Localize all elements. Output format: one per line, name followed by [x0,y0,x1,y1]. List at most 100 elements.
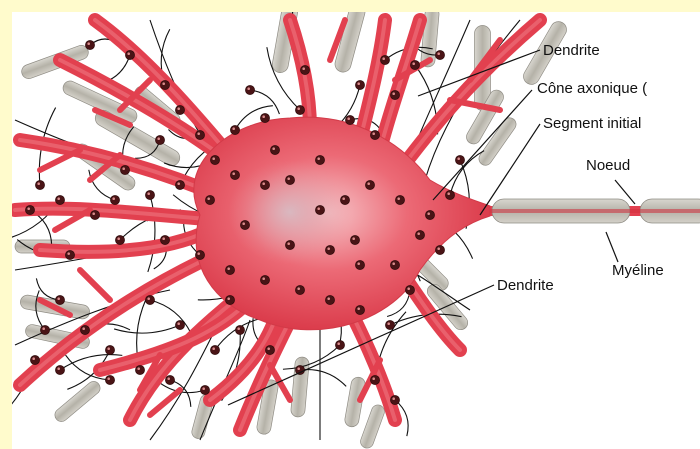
synapse-bouton [390,260,399,269]
label-cone-axonique: Cône axonique ( [537,80,647,97]
synapse-bouton [270,145,279,154]
synapse-highlight [32,357,35,360]
synapse-highlight [372,377,375,380]
synapse-highlight [297,107,300,110]
synapse-highlight [107,347,110,350]
synapse-highlight [202,387,205,390]
synapse-bouton [345,115,354,124]
synapse-bouton [285,240,294,249]
synapse-highlight [237,327,240,330]
synapse-bouton [355,80,364,89]
synapse-bouton [370,375,379,384]
synapse-highlight [57,297,60,300]
synapse-highlight [42,327,45,330]
synapse-highlight [177,107,180,110]
synapse-bouton [230,125,239,134]
myelin-fiber [344,376,366,428]
synapse-bouton [200,385,209,394]
synapse-highlight [232,172,235,175]
synapse-highlight [347,117,350,120]
myelin-fiber [359,403,387,449]
synapse-highlight [337,342,340,345]
diagram-panel: Dendrite Cône axonique ( Segment initial… [12,12,700,449]
synapse-bouton [195,130,204,139]
synapse-bouton [145,190,154,199]
synapse-bouton [245,85,254,94]
synapse-highlight [437,247,440,250]
synapse-bouton [300,65,309,74]
synapse-highlight [57,367,60,370]
synapse-highlight [327,297,330,300]
synapse-bouton [160,235,169,244]
synapse-bouton [120,165,129,174]
synapse-bouton [80,325,89,334]
synapse-bouton [340,195,349,204]
synapse-highlight [297,367,300,370]
synapse-bouton [295,285,304,294]
synapse-bouton [295,105,304,114]
synapse-highlight [67,252,70,255]
synapse-bouton [350,235,359,244]
synapse-bouton [395,195,404,204]
synapse-bouton [390,90,399,99]
synapse-bouton [110,195,119,204]
labels: Dendrite Cône axonique ( Segment initial… [497,42,664,294]
label-segment-initial: Segment initial [543,115,641,132]
synapse-highlight [147,192,150,195]
synapse-highlight [232,127,235,130]
label-dendrite-bottom: Dendrite [497,277,554,294]
synapse-bouton [230,170,239,179]
axon [488,199,700,223]
synapse-highlight [162,82,165,85]
synapse-highlight [352,237,355,240]
synapse-highlight [447,192,450,195]
synapse-bouton [235,325,244,334]
synapse-bouton [240,220,249,229]
synapse-bouton [165,375,174,384]
synapse-highlight [212,347,215,350]
axon-terminal [148,195,155,272]
myelin-fiber [52,379,102,424]
synapse-highlight [197,132,200,135]
synapse-highlight [327,247,330,250]
synapse-bouton [380,55,389,64]
synapse-highlight [262,115,265,118]
synapse-highlight [162,237,165,240]
synapse-highlight [302,67,305,70]
synapse-highlight [317,157,320,160]
synapse-highlight [437,52,440,55]
synapse-bouton [55,195,64,204]
synapse-bouton [225,265,234,274]
synapse-bouton [55,295,64,304]
synapse-highlight [57,197,60,200]
synapse-highlight [197,252,200,255]
synapse-highlight [92,212,95,215]
synapse-highlight [357,82,360,85]
synapse-highlight [392,262,395,265]
synapse-bouton [415,230,424,239]
synapse-highlight [372,132,375,135]
synapse-highlight [407,287,410,290]
synapse-bouton [315,155,324,164]
synapse-highlight [117,237,120,240]
synapse-bouton [65,250,74,259]
synapse-bouton [210,345,219,354]
synapse-highlight [112,197,115,200]
synapse-highlight [287,242,290,245]
axon-terminal [283,345,340,369]
synapse-bouton [365,180,374,189]
synapse-highlight [27,207,30,210]
synapse-highlight [167,377,170,380]
synapse-bouton [435,245,444,254]
synapse-highlight [227,297,230,300]
synapse-highlight [177,322,180,325]
synapse-bouton [335,340,344,349]
synapse-highlight [457,157,460,160]
synapse-bouton [210,155,219,164]
synapse-bouton [105,345,114,354]
synapse-highlight [37,182,40,185]
synapse-highlight [157,137,160,140]
synapse-bouton [435,50,444,59]
synapse-highlight [262,182,265,185]
synapse-bouton [135,365,144,374]
